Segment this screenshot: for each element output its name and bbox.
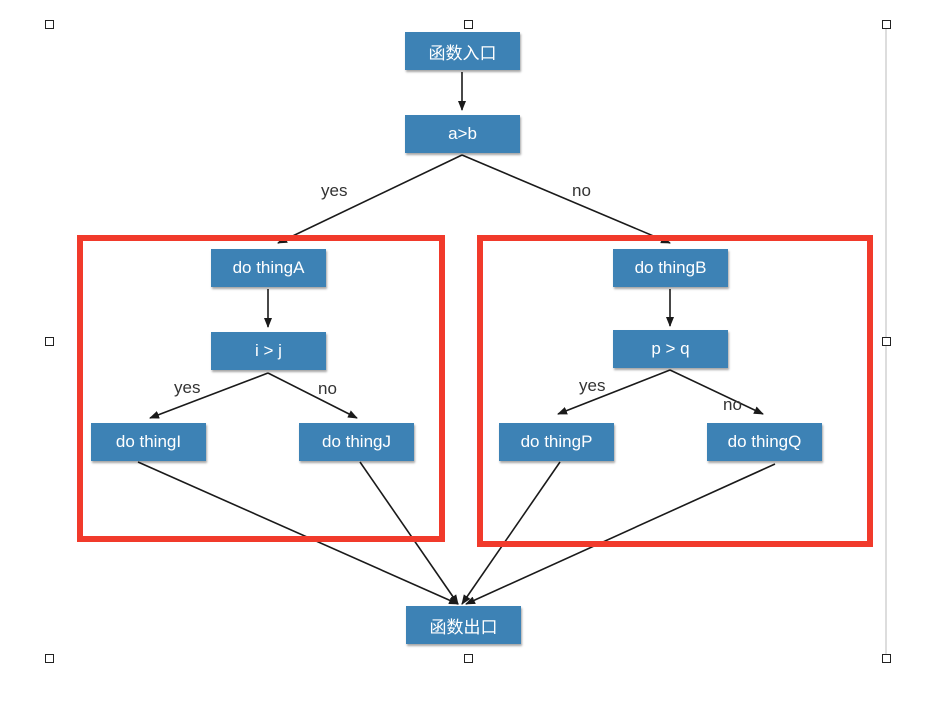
entry-node[interactable]: 函数入口 <box>405 32 520 70</box>
do-thing-p-node[interactable]: do thingP <box>499 423 614 461</box>
resize-handle-top-right[interactable] <box>882 20 891 29</box>
exit-node[interactable]: 函数出口 <box>406 606 521 644</box>
resize-handle-bottom-center[interactable] <box>464 654 473 663</box>
do-thing-q-node[interactable]: do thingQ <box>707 423 822 461</box>
arrow-q-to-exit <box>465 463 776 605</box>
arrow-ij-no <box>267 372 358 419</box>
edge-label-ab-no: no <box>572 181 591 200</box>
condition-ab-node[interactable]: a>b <box>405 115 520 153</box>
resize-handle-top-left[interactable] <box>45 20 54 29</box>
arrow-j-to-exit <box>359 461 459 605</box>
arrow-ij-yes <box>149 372 269 419</box>
arrow-pq-no <box>669 369 764 415</box>
arrow-ab-no <box>461 154 671 244</box>
edge-label-pq-yes: yes <box>579 376 606 395</box>
resize-handle-middle-left[interactable] <box>45 337 54 346</box>
do-thing-a-node[interactable]: do thingA <box>211 249 326 287</box>
arrow-pq-yes <box>557 369 671 415</box>
condition-pq-node[interactable]: p > q <box>613 330 728 368</box>
condition-ij-node[interactable]: i > j <box>211 332 326 370</box>
arrow-p-to-exit <box>461 461 561 605</box>
edge-label-pq-no: no <box>723 395 742 414</box>
do-thing-j-node[interactable]: do thingJ <box>299 423 414 461</box>
do-thing-i-node[interactable]: do thingI <box>91 423 206 461</box>
resize-handle-top-center[interactable] <box>464 20 473 29</box>
edge-label-ab-yes: yes <box>321 181 348 200</box>
resize-handle-middle-right[interactable] <box>882 337 891 346</box>
do-thing-b-node[interactable]: do thingB <box>613 249 728 287</box>
edge-label-ij-no: no <box>318 379 337 398</box>
resize-handle-bottom-right[interactable] <box>882 654 891 663</box>
edge-label-ij-yes: yes <box>174 378 201 397</box>
arrow-ab-yes <box>277 154 463 244</box>
left-branch-frame <box>77 235 445 542</box>
right-branch-frame <box>477 235 873 547</box>
arrow-i-to-exit <box>137 461 459 605</box>
resize-handle-bottom-left[interactable] <box>45 654 54 663</box>
